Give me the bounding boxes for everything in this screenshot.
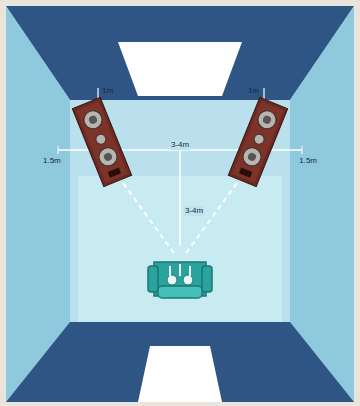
dimension-label: 1.5m [298, 156, 318, 166]
sight-line [184, 176, 242, 256]
sight-line [118, 176, 176, 256]
bottom-window [138, 346, 222, 402]
room-floor [6, 6, 354, 402]
listening-chair [148, 262, 212, 298]
dimension-line [179, 150, 181, 246]
top-window [118, 42, 242, 96]
left-speaker [72, 97, 131, 186]
bottom-wall [6, 322, 354, 402]
dimension-tick [302, 146, 303, 154]
dimension-tick [58, 146, 59, 154]
dimension-label: 1m [247, 86, 260, 96]
dimension-label: 3-4m [184, 206, 204, 216]
dimension-label: 3-4m [170, 140, 190, 150]
right-speaker [228, 97, 287, 186]
floor-area [70, 100, 290, 322]
dimension-label: 1m [101, 86, 114, 96]
dimension-label: 1.5m [42, 156, 62, 166]
